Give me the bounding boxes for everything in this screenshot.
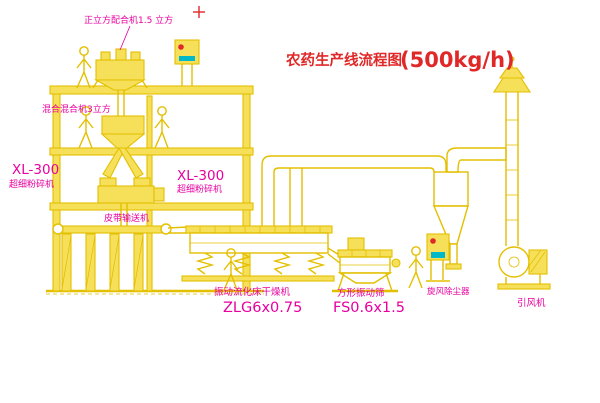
page-title-capacity: (500kg/h) — [400, 48, 515, 72]
screen-name-label: 方形振动筛 — [337, 287, 385, 299]
top-mixer-label: 正立方配合机1.5 立方 — [84, 14, 173, 26]
belt-conveyor — [52, 223, 189, 292]
batching-mixer — [92, 48, 148, 116]
worker-figure — [154, 106, 170, 149]
dryer-model-label: ZLG6x0.75 — [223, 300, 302, 316]
crosshair-marker — [193, 6, 205, 18]
crusher-left-name-label: 超细粉碎机 — [9, 178, 54, 190]
fan-label: 引风机 — [517, 297, 546, 309]
mixer-3m3 — [100, 115, 146, 179]
fan — [497, 246, 551, 290]
screen-model-label: FS0.6x1.5 — [333, 300, 405, 316]
control-box-right — [426, 233, 450, 282]
leader-line — [119, 25, 131, 51]
page-title: 农药生产线流程图 — [285, 51, 402, 69]
belt-conveyor-label: 皮带输送机 — [104, 212, 149, 224]
dryer-name-label: 振动流化床干燥机 — [214, 286, 291, 298]
crusher-left-model-label: XL-300 — [12, 162, 59, 178]
control-box-top — [174, 39, 200, 86]
vibrating-screen — [332, 237, 401, 293]
fluidbed-dryer — [181, 225, 345, 282]
worker-figure — [76, 46, 92, 89]
crusher-mid-name-label: 超细粉碎机 — [177, 183, 222, 195]
exhaust-duct — [261, 155, 447, 226]
cyclone-label: 旋风除尘器 — [427, 286, 470, 297]
worker-figure — [408, 246, 424, 289]
cyclone — [432, 147, 507, 270]
crusher-mid-model-label: XL-300 — [177, 168, 224, 184]
pulverizer — [97, 177, 165, 226]
mid-mixer-label: 混合混合机3立方 — [42, 103, 111, 115]
exhaust-stack — [492, 56, 532, 246]
